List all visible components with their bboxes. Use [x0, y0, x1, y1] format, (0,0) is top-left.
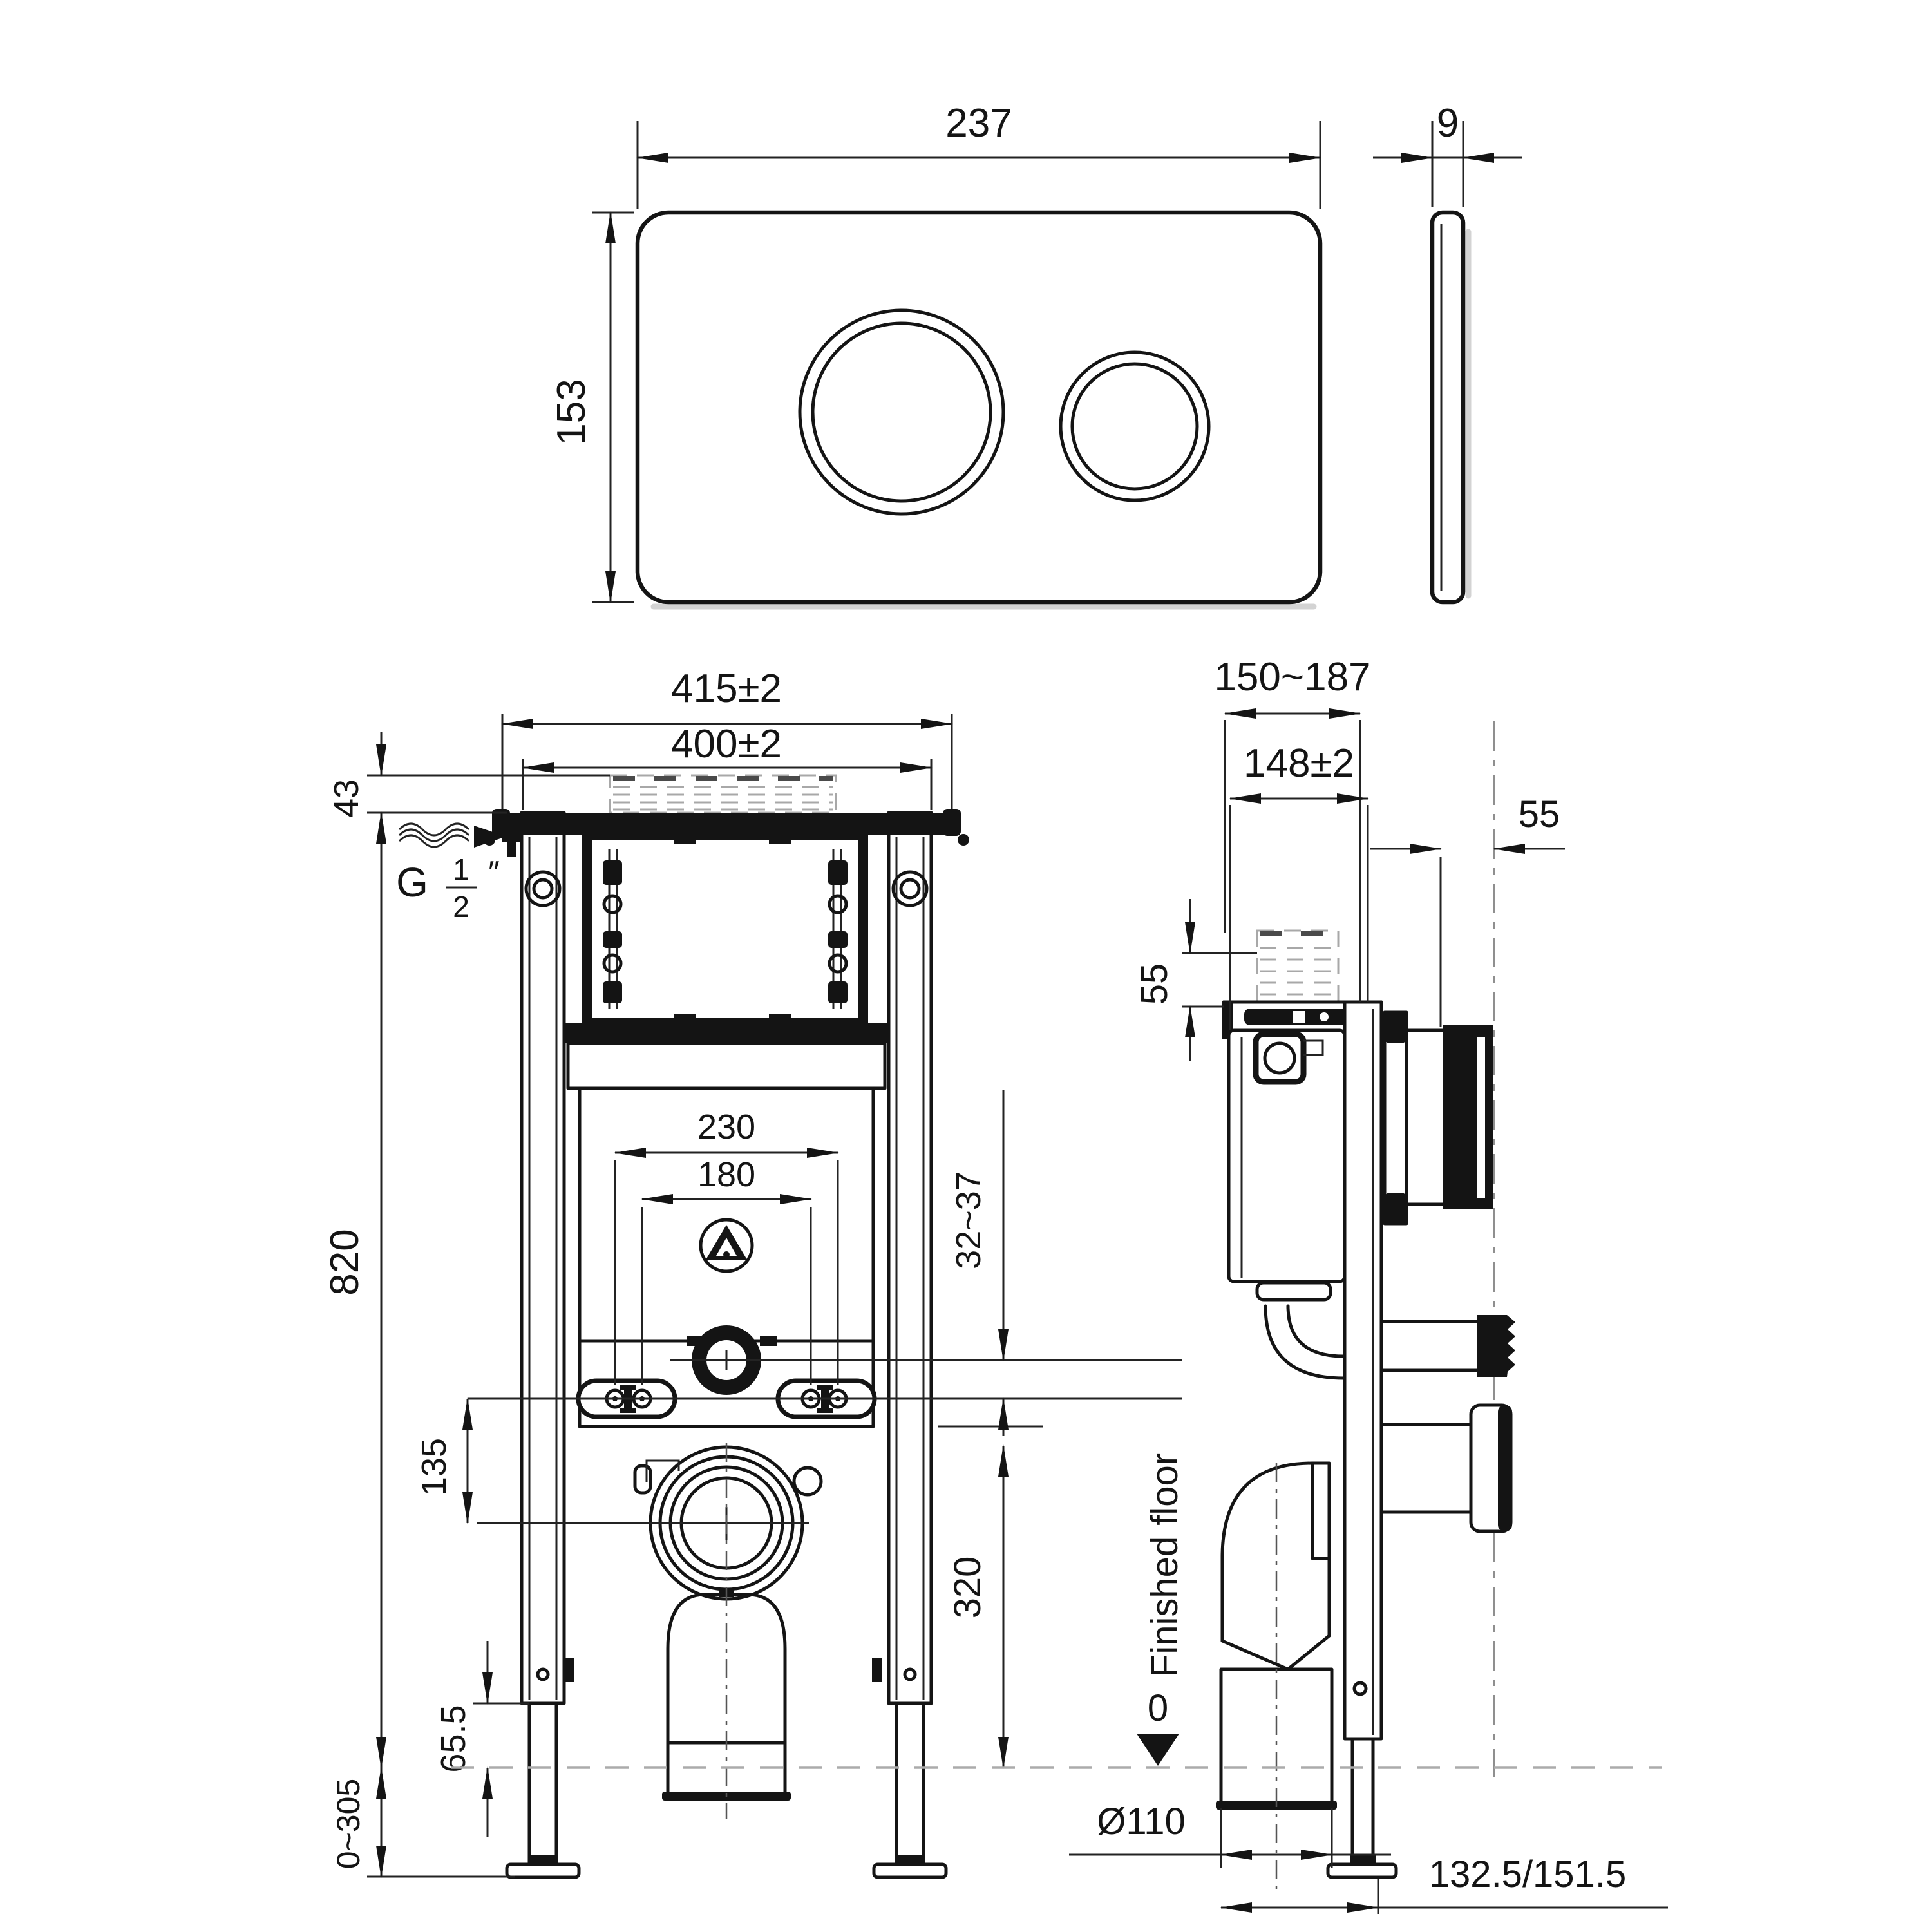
flush-opening-protection-cover-side [1256, 929, 1340, 1008]
water-inlet-arrow-wave [398, 822, 470, 837]
leg-adjust-label: 0~305 [330, 1779, 366, 1869]
inner-bolt-spacing-label: 180 [697, 1155, 755, 1194]
outer-bolt-spacing-label: 230 [697, 1108, 755, 1146]
pan-connect-range-label: 32~37 [949, 1171, 988, 1269]
threaded-end [1477, 1315, 1515, 1377]
cistern-front-face [578, 1086, 875, 1343]
flush-bend-recess-box [1383, 1010, 1493, 1226]
left-rail [520, 811, 566, 1705]
frame-height-label: 820 [323, 1229, 367, 1295]
depth-fixed-label: 148±2 [1244, 741, 1354, 786]
overall-width-label: 415±2 [671, 667, 782, 711]
drain-elbow-side [1216, 1461, 1337, 1810]
inlet-g-label: G [396, 859, 428, 905]
drain-diameter-label: Ø110 [1097, 1801, 1186, 1842]
right-wall-clamp [943, 809, 961, 836]
depth-range-label: 150~187 [1214, 655, 1370, 699]
large-flush-button-inner [811, 321, 992, 503]
flush-bend-side [1255, 1281, 1345, 1380]
small-flush-button-inner [1070, 362, 1199, 491]
right-rail-hole-outer [891, 870, 929, 907]
small-flush-button-outer [1059, 350, 1211, 502]
waste-connector-pipe-side [1379, 1403, 1513, 1533]
plate-width-label: 237 [945, 101, 1012, 146]
inlet-inch-mark: ″ [488, 855, 500, 891]
inlet-valve-connection-side [1253, 1031, 1324, 1085]
frame-side-view: 150~187 148±2 55 55 0 Ø [1069, 655, 1668, 1914]
flush-plate-access-window [582, 829, 868, 1028]
outlet-height-label: 320 [947, 1557, 989, 1619]
rail-side-hole [1352, 1681, 1368, 1696]
right-rail [887, 811, 933, 1705]
right-rail-hole-inner [899, 878, 921, 900]
plate-thickness-label: 9 [1437, 101, 1459, 146]
recycle-icon [699, 1218, 754, 1273]
top-gap-label: 43 [327, 779, 366, 818]
flush-plate-side-outline [1430, 210, 1466, 605]
right-leg [872, 1658, 948, 1879]
side-view-dimensions: 150~187 148±2 55 55 0 Ø [1069, 655, 1668, 1914]
datum-zero-label: 0 [1148, 1687, 1168, 1729]
cistern-top-band [566, 1041, 887, 1090]
right-clamp-bolt [958, 834, 969, 846]
left-leg [505, 1658, 581, 1879]
flush-plate-side-view: 9 [1373, 101, 1522, 605]
middle-crossbar [564, 1023, 889, 1043]
frame-front-view: G 1 2 ″ [323, 667, 1186, 1879]
flush-plate-front-view: 237 153 [549, 101, 1323, 610]
large-flush-button-outer [798, 308, 1005, 516]
top-clearance-label: 55 [1133, 963, 1175, 1005]
flush-plate-outline [635, 210, 1323, 605]
recess-depth-label: 55 [1519, 793, 1560, 835]
inlet-fraction-numerator: 1 [453, 853, 469, 886]
left-wall-clamp [492, 809, 510, 836]
leg-step-label: 65.5 [434, 1705, 473, 1772]
plate-height-label: 153 [549, 379, 594, 445]
rail-width-label: 400±2 [671, 722, 782, 766]
front-view-dimensions: 415±2 400±2 43 820 0~305 230 [323, 667, 1186, 1878]
drain-offset-label: 132.5/151.5 [1429, 1853, 1626, 1895]
outlet-ear-left [633, 1464, 652, 1495]
slots-to-outlet-label: 135 [415, 1438, 453, 1496]
outlet-ear-right [792, 1466, 823, 1497]
inlet-fraction-denominator: 2 [453, 890, 469, 923]
flush-opening-protection-cover-front [609, 774, 837, 814]
water-supply-pipe-side [1379, 1315, 1515, 1377]
side-leg [1326, 1737, 1398, 1879]
water-inlet-connection: G 1 2 ″ [396, 822, 521, 923]
datum-triangle-icon [1137, 1734, 1179, 1766]
water-inlet-arrow-icon [474, 826, 506, 848]
left-rail-hole-outer [524, 870, 562, 907]
panel-tab-right [760, 1336, 777, 1346]
finished-floor-label: Finished floor [1144, 1453, 1186, 1677]
rail-side [1343, 1000, 1383, 1741]
left-rail-hole-inner [532, 878, 554, 900]
